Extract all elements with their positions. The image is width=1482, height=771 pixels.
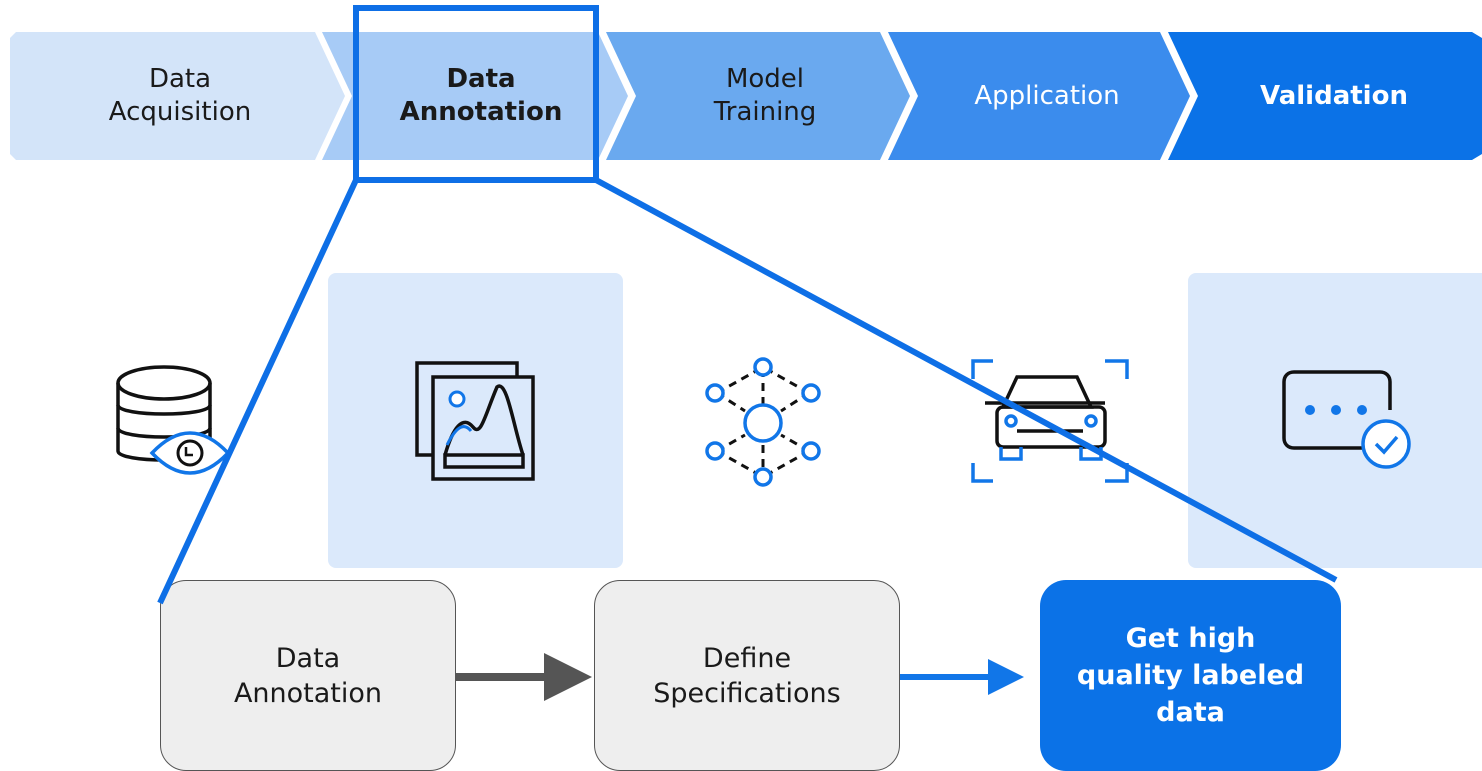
zoom-connector-left <box>157 178 359 605</box>
card-validation-bg <box>1188 273 1482 568</box>
stage-validation-shape <box>1168 32 1482 160</box>
stage-application-shape <box>888 32 1190 160</box>
dialog-check-icon <box>1282 370 1411 469</box>
network-nodes-icon <box>705 357 821 487</box>
stage-label-application: Application <box>974 80 1120 111</box>
stage-data-annotation-shape <box>322 32 628 160</box>
zoom-connector-right <box>594 177 1338 583</box>
card-annotation-bg <box>328 273 623 568</box>
zoom-highlight-rect <box>353 5 599 183</box>
stage-model-training-shape <box>606 32 910 160</box>
stage-label-validation: Validation <box>1260 80 1408 111</box>
image-gallery-icon <box>415 361 535 481</box>
stage-data-acquisition-shape <box>10 32 345 160</box>
